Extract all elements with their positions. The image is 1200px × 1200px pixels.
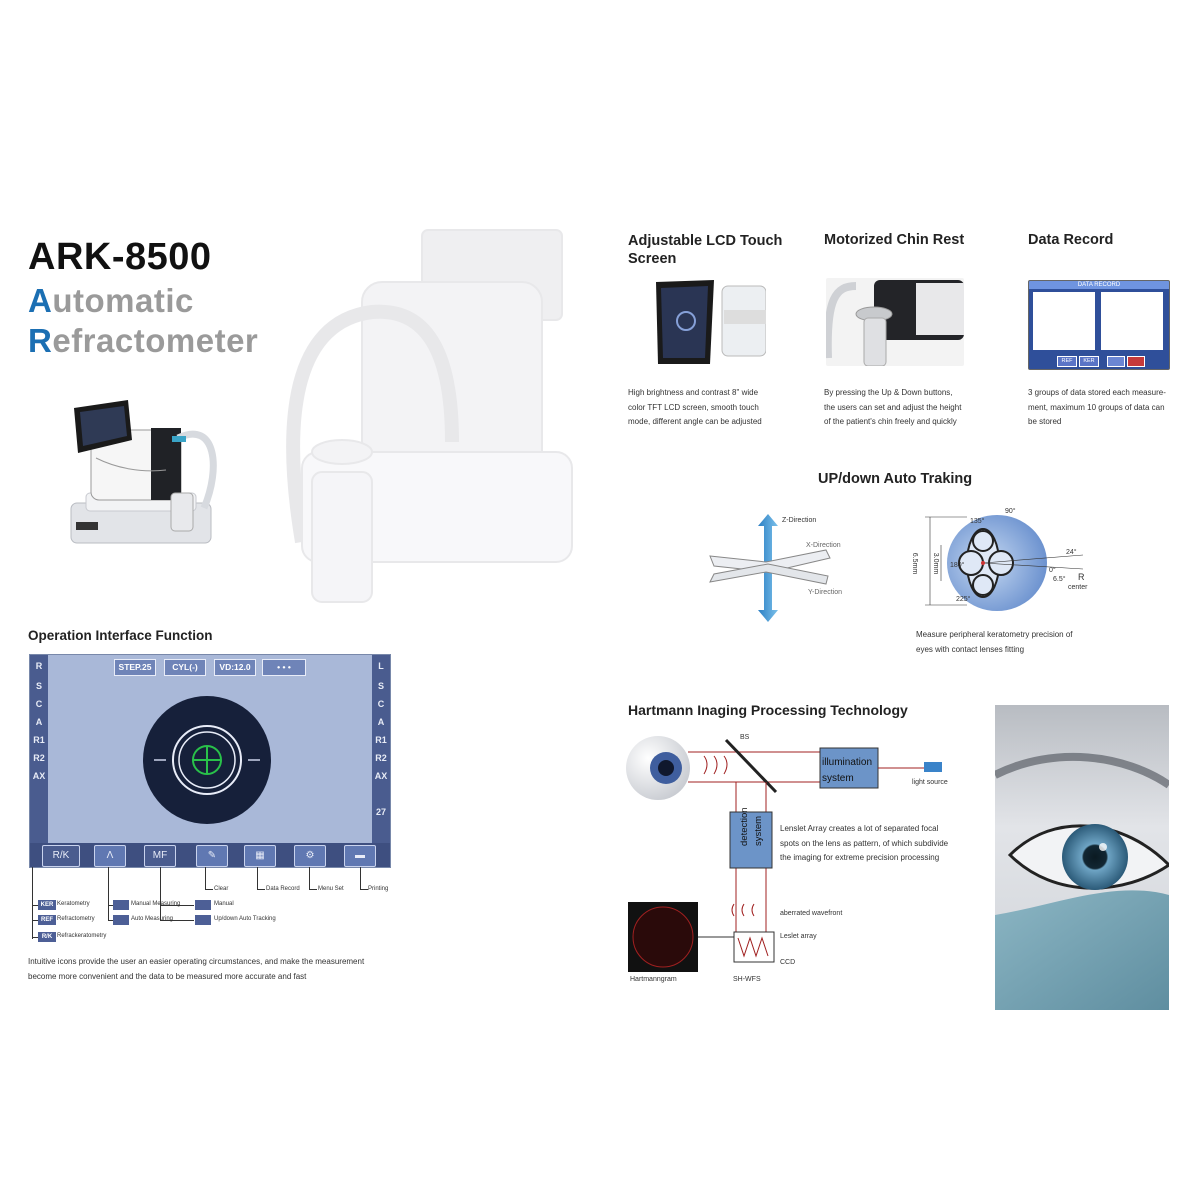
legend-updown-auto-tracking: Up/down Auto Tracking (214, 916, 276, 922)
light-source-label: light source (912, 779, 948, 786)
ccd-label: CCD (780, 959, 796, 966)
right-label-r1: R1 (375, 735, 387, 745)
right-label-r2: R2 (375, 753, 387, 763)
legend-chip-ref: REF (38, 915, 56, 925)
center-label: center (1068, 584, 1088, 591)
step-button[interactable]: STEP.25 (114, 659, 156, 676)
right-label-s: S (377, 681, 384, 691)
angle-90-label: 90° (1005, 508, 1016, 515)
legend-manual: Manual (214, 901, 234, 907)
operation-title: Operation Interface Function (28, 628, 213, 643)
callout-clear: Clear (214, 886, 229, 892)
bs-label: BS (740, 734, 750, 741)
diameter-30mm-label: 3.0mm (932, 552, 940, 575)
corner-number: 27 (375, 807, 386, 817)
diameter-65mm-label: 6.5mm (911, 552, 919, 575)
operation-screen: R S C A R1 R2 AX L S C A R1 R2 AX 27 STE… (29, 654, 391, 868)
legend-chip-auto-measuring (113, 915, 129, 925)
tracking-caption: Measure peripheral keratometry precision… (916, 630, 1073, 654)
angle-180-label: 180° (950, 562, 965, 569)
callout-printing: Printing (368, 886, 389, 892)
tracking-axes-diagram (709, 514, 831, 622)
right-label-c: C (377, 699, 385, 709)
left-label-ax: AX (32, 771, 46, 781)
data-record-image: DATA RECORD REF KER (1028, 280, 1170, 370)
right-label-l: L (378, 661, 384, 671)
right-label-a: A (377, 717, 385, 727)
legend-chip-manual (195, 900, 211, 910)
shwfs-label: SH-WFS (733, 976, 761, 983)
angle-135-label: 135° (970, 518, 985, 525)
aberrated-wavefront-label: aberrated wavefront (780, 910, 843, 917)
data-record-button[interactable]: ▦ (244, 845, 276, 867)
angle-225-label: 225° (956, 596, 971, 603)
legend-keratometry: Keratometry (57, 901, 90, 907)
angle-24-label: 24° (1066, 549, 1077, 556)
manual-focus-button[interactable]: MF (144, 845, 176, 867)
left-label-r2: R2 (33, 753, 45, 763)
x-direction-label: X-Direction (806, 542, 841, 549)
vd-button[interactable]: VD:12.0 (214, 659, 256, 676)
eye-photo (995, 705, 1169, 1010)
legend-chip-rk: R/K (38, 932, 56, 942)
product-model: ARK-8500 (28, 236, 212, 278)
hartmanngram-label: Hartmanngram (630, 976, 677, 983)
hartmann-title: Hartmann Inaging Processing Technology (628, 702, 908, 718)
chin-rest-image (826, 278, 964, 366)
feature-title-chin-rest: Motorized Chin Rest (824, 232, 965, 248)
device-ghost-image (286, 229, 573, 603)
clear-button[interactable]: ✎ (196, 845, 228, 867)
left-label-a: A (35, 717, 43, 727)
product-name-line1: Automatic (28, 282, 194, 319)
feature-title-lcd: Adjustable LCD Touch Screen (628, 233, 783, 267)
left-label-c: C (35, 699, 43, 709)
angle-0-label: 0° (1049, 567, 1056, 574)
left-label-r1: R1 (33, 735, 45, 745)
feature-desc-chin-rest: By pressing the Up & Down buttons,the us… (824, 388, 962, 426)
device-image (70, 400, 217, 544)
r-label: R (1078, 572, 1085, 582)
auto-measure-button[interactable]: Λ (94, 845, 126, 867)
rk-mode-button[interactable]: R/K (42, 845, 80, 867)
lenslet-description: Lenslet Array creates a lot of separated… (780, 824, 949, 862)
menu-set-button[interactable]: ⚙ (294, 845, 326, 867)
left-label-r: R (35, 661, 43, 671)
callout-data-record: Data Record (266, 886, 300, 892)
legend-chip-updown (195, 915, 211, 925)
legend-chip-manual-measuring (113, 900, 129, 910)
angle-65-label: 6.5° (1053, 576, 1066, 583)
legend-refrackeratometry: Refrackeratometry (57, 933, 107, 939)
product-name-line2: Refractometer (28, 322, 259, 359)
eye-keratometry-diagram (925, 515, 1084, 611)
print-button[interactable]: ▬ (344, 845, 376, 867)
cyl-button[interactable]: CYL(-) (164, 659, 206, 676)
z-direction-label: Z-Direction (782, 517, 817, 524)
lenslet-array-label: Leslet array (780, 933, 817, 940)
right-label-ax: AX (374, 771, 388, 781)
tracking-title: UP/down Auto Traking (818, 471, 973, 487)
legend-refractometry: Refractometry (57, 916, 95, 922)
y-direction-label: Y-Direction (808, 589, 842, 596)
menu-dots-button[interactable]: • • • (262, 659, 306, 676)
feature-title-data-record: Data Record (1028, 232, 1114, 248)
operation-caption: Intuitive icons provide the user an easi… (28, 957, 365, 981)
eye-target-view (143, 696, 271, 824)
feature-desc-data-record: 3 groups of data stored each measure-men… (1028, 388, 1166, 426)
hartmann-diagram (626, 736, 942, 972)
callout-menu-set: Menu Set (318, 886, 344, 892)
legend-auto-measuring: Auto Measuring (131, 916, 174, 922)
legend-chip-ker: KER (38, 900, 56, 910)
left-label-s: S (35, 681, 42, 691)
lcd-screen-image (628, 278, 766, 366)
legend-manual-measuring: Manual Measuring (131, 901, 181, 907)
